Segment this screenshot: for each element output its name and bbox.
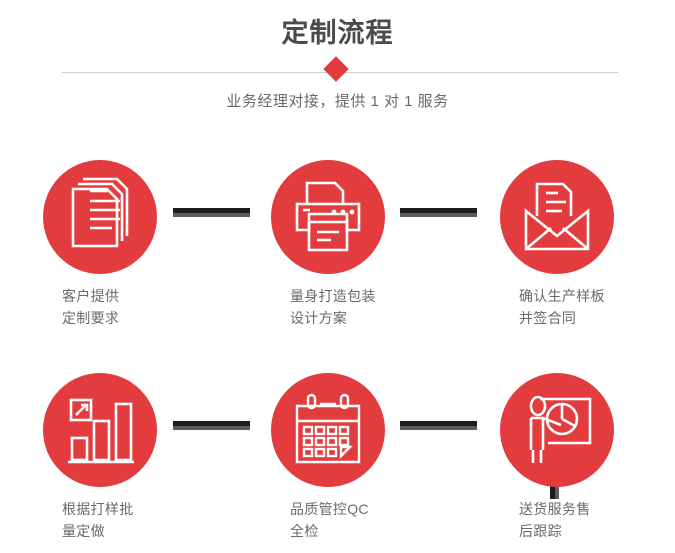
flow-step-4[interactable]: 根据打样批 量定做 xyxy=(20,343,210,553)
diamond-marker-icon xyxy=(323,56,349,82)
flow-step-5[interactable]: 品质管控QC 全检 xyxy=(248,343,438,553)
flow-step-label: 送货服务售 后跟踪 xyxy=(519,501,591,539)
page-title: 定制流程 xyxy=(281,18,394,48)
printer-icon xyxy=(295,181,361,252)
flow-step-3[interactable]: 确认生产样板 并签合同 xyxy=(477,130,667,340)
step-icon-circle xyxy=(43,373,157,487)
documents-stack-icon xyxy=(71,177,129,248)
calendar-check-icon xyxy=(295,393,361,464)
bar-chart-growth-icon xyxy=(68,398,134,464)
connector-bar-light xyxy=(400,213,477,217)
flow-step-1[interactable]: 客户提供 定制要求 xyxy=(20,130,210,340)
step-icon-circle xyxy=(271,373,385,487)
connector-bar-dark xyxy=(173,208,250,213)
connector-bar-light xyxy=(400,426,477,430)
connector-bar-light xyxy=(173,213,250,217)
flow-connector-horizontal xyxy=(400,208,477,217)
connector-bar-dark xyxy=(400,208,477,213)
flow-step-6[interactable]: 送货服务售 后跟踪 xyxy=(477,343,667,553)
flow-step-2[interactable]: 量身打造包装 设计方案 xyxy=(248,130,438,340)
step-icon-circle xyxy=(500,373,614,487)
flow-step-label: 确认生产样板 并签合同 xyxy=(519,288,605,326)
presenter-pie-chart-icon xyxy=(529,395,592,463)
flow-connector-horizontal xyxy=(173,421,250,430)
connector-bar-light xyxy=(173,426,250,430)
flow-row: 根据打样批 量定做 xyxy=(0,343,675,553)
connector-bar-dark xyxy=(400,421,477,426)
connector-bar-dark xyxy=(173,421,250,426)
flow-step-label: 根据打样批 量定做 xyxy=(62,501,134,539)
envelope-document-icon xyxy=(524,182,590,251)
flow-connector-horizontal xyxy=(173,208,250,217)
step-icon-circle xyxy=(500,160,614,274)
process-flow: 客户提供 定制要求 xyxy=(0,130,675,550)
flow-step-label: 客户提供 定制要求 xyxy=(62,288,120,326)
page-header: 定制流程 业务经理对接，提供 1 对 1 服务 xyxy=(0,0,675,130)
flow-step-label: 量身打造包装 设计方案 xyxy=(290,288,376,326)
step-icon-circle xyxy=(271,160,385,274)
flow-connector-horizontal xyxy=(400,421,477,430)
flow-step-label: 品质管控QC 全检 xyxy=(290,501,369,539)
page-subtitle: 业务经理对接，提供 1 对 1 服务 xyxy=(226,93,449,110)
step-icon-circle xyxy=(43,160,157,274)
flow-row: 客户提供 定制要求 xyxy=(0,130,675,340)
